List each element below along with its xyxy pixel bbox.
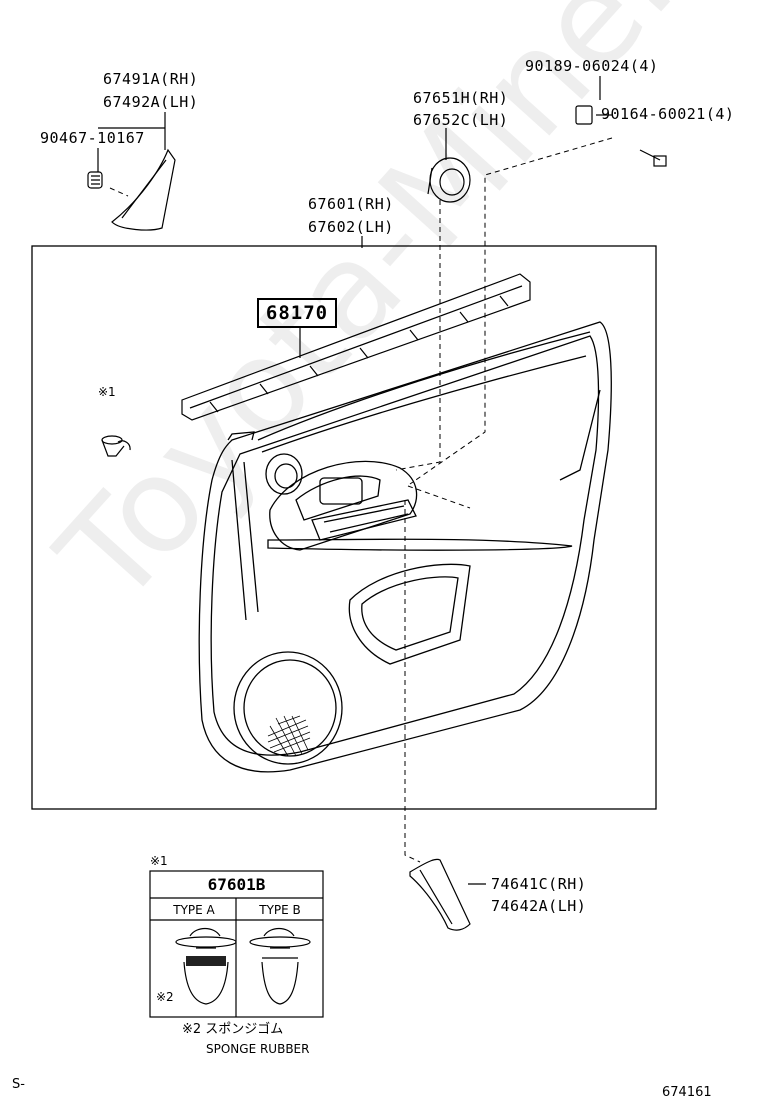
clip-part xyxy=(101,435,131,457)
dash-screw xyxy=(109,187,129,197)
dash-bolt xyxy=(409,137,613,485)
armrest-trim xyxy=(409,858,471,931)
dash-lock xyxy=(407,485,471,509)
label-garnish-lh: 67492A(LH) xyxy=(103,93,199,111)
dash-armrest xyxy=(404,500,421,863)
clip-type-a xyxy=(175,927,237,1005)
clip-table-partno: 67601B xyxy=(207,875,266,894)
label-cover-lh: 67652C(LH) xyxy=(413,111,509,129)
clip-table xyxy=(149,870,324,1018)
speaker-grille xyxy=(267,715,311,757)
clip-table-col-a: TYPE A xyxy=(173,903,215,917)
dash-cover xyxy=(395,200,441,471)
label-armrest-rh: 74641C(RH) xyxy=(491,875,587,893)
label-armrest-lh: 74642A(LH) xyxy=(491,897,587,915)
bolt xyxy=(639,149,667,167)
clip-table-col-b: TYPE B xyxy=(259,903,301,917)
corner-left-code: S- xyxy=(12,1077,25,1092)
clip-table-sponge-mark: ※2 xyxy=(156,990,174,1004)
leader-garnish xyxy=(98,112,166,150)
label-weatherstrip-highlight: 68170 xyxy=(257,298,337,328)
label-cover-rh: 67651H(RH) xyxy=(413,89,509,107)
footnote-en: SPONGE RUBBER xyxy=(206,1042,310,1056)
label-garnish-screw: 90467-10167 xyxy=(40,129,145,147)
clip-nut xyxy=(575,105,593,125)
garnish-screw xyxy=(87,171,103,189)
door-trim-board xyxy=(198,321,612,773)
label-nut: 90189-06024(4) xyxy=(525,57,659,75)
figure-number: 674161 xyxy=(662,1085,712,1100)
label-board-lh: 67602(LH) xyxy=(308,218,394,236)
assembly-frame xyxy=(31,245,657,810)
weatherstrip xyxy=(181,273,531,421)
speaker-cover xyxy=(427,157,471,203)
label-board-rh: 67601(RH) xyxy=(308,195,394,213)
clip-table-note: ※1 xyxy=(150,854,168,868)
footnote-jp: ※2 スポンジゴム xyxy=(182,1022,284,1037)
label-garnish-rh: 67491A(RH) xyxy=(103,70,199,88)
label-bolt: 90164-60021(4) xyxy=(601,105,735,123)
clip-type-b xyxy=(249,927,311,1005)
label-clip-note: ※1 xyxy=(98,385,116,399)
